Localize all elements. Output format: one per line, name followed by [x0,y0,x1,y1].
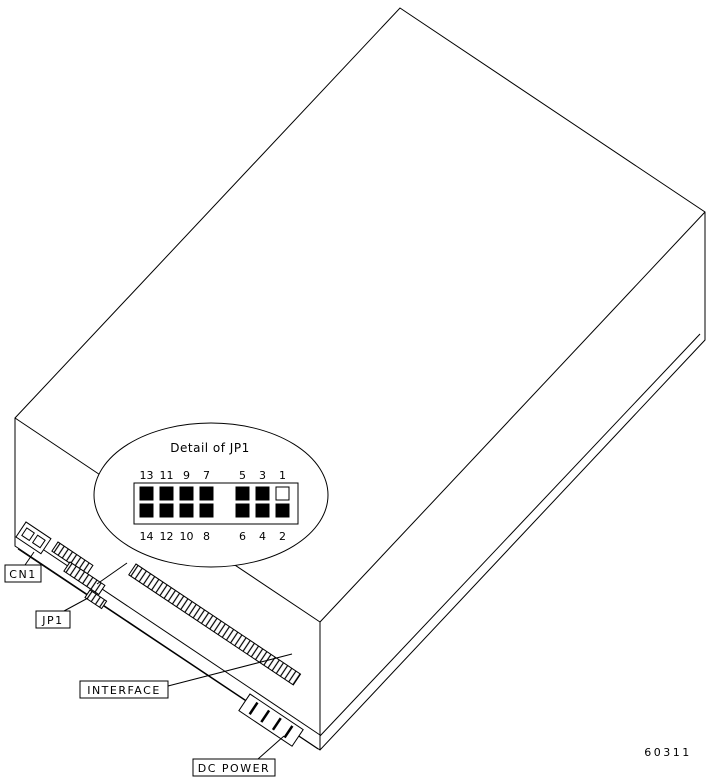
pin-number: 3 [259,469,266,482]
pin-number: 10 [180,530,194,543]
pin-number: 7 [203,469,210,482]
pin-number: 4 [259,530,266,543]
jp1-pin-6 [235,503,250,518]
jp1-label: JP1 [41,614,63,627]
jp1-label-box: JP1 [35,610,71,629]
pin-number: 13 [140,469,154,482]
cn1-connector [15,521,52,555]
jp1-leader-line [63,597,89,612]
jp1-pin-9 [179,486,194,501]
jp1-jumper-block [51,541,108,610]
jp1-pin-10 [179,503,194,518]
jp1-pin-grid-outline [133,482,299,525]
detail-leader-line [96,562,128,585]
pin-number: 12 [160,530,174,543]
pin-number: 11 [160,469,174,482]
cn1-label: CN1 [9,568,36,581]
drive-base-inner-line-right [319,333,701,737]
dc-power-label: DC POWER [198,762,270,775]
detail-title: Detail of JP1 [170,441,249,455]
drive-top-right-front-edge [319,211,706,623]
pin-number: 14 [140,530,154,543]
pin-number: 8 [203,530,210,543]
figure-number: 60311 [644,746,692,759]
interface-label: INTERFACE [87,684,161,697]
jp1-pin-7 [199,486,214,501]
jp1-pin-13 [139,486,154,501]
pin-number: 1 [279,469,286,482]
jp1-pin-11 [159,486,174,501]
pin-number: 2 [279,530,286,543]
dc-power-connector [238,693,304,747]
jp1-pin-3 [255,486,270,501]
jp1-pin-4 [255,503,270,518]
jp1-pin-5 [235,486,250,501]
pin-number: 6 [239,530,246,543]
interface-leader-line [167,653,293,687]
jp1-pin-12 [159,503,174,518]
cn1-leader-line [24,551,35,566]
jp1-pin-1 [275,486,290,501]
jp1-detail-callout: Detail of JP1 13 11 9 7 5 3 1 14 12 10 8… [93,422,329,585]
interface-connector [128,563,302,686]
jp1-pin-14 [139,503,154,518]
pin-number: 9 [183,469,190,482]
interface-label-box: INTERFACE [79,680,169,699]
dc-power-label-box: DC POWER [192,758,276,777]
jp1-pin-2 [275,503,290,518]
jp1-pin-8 [199,503,214,518]
cn1-label-box: CN1 [4,564,42,583]
dc-power-leader-line [257,735,285,760]
pin-number: 5 [239,469,246,482]
